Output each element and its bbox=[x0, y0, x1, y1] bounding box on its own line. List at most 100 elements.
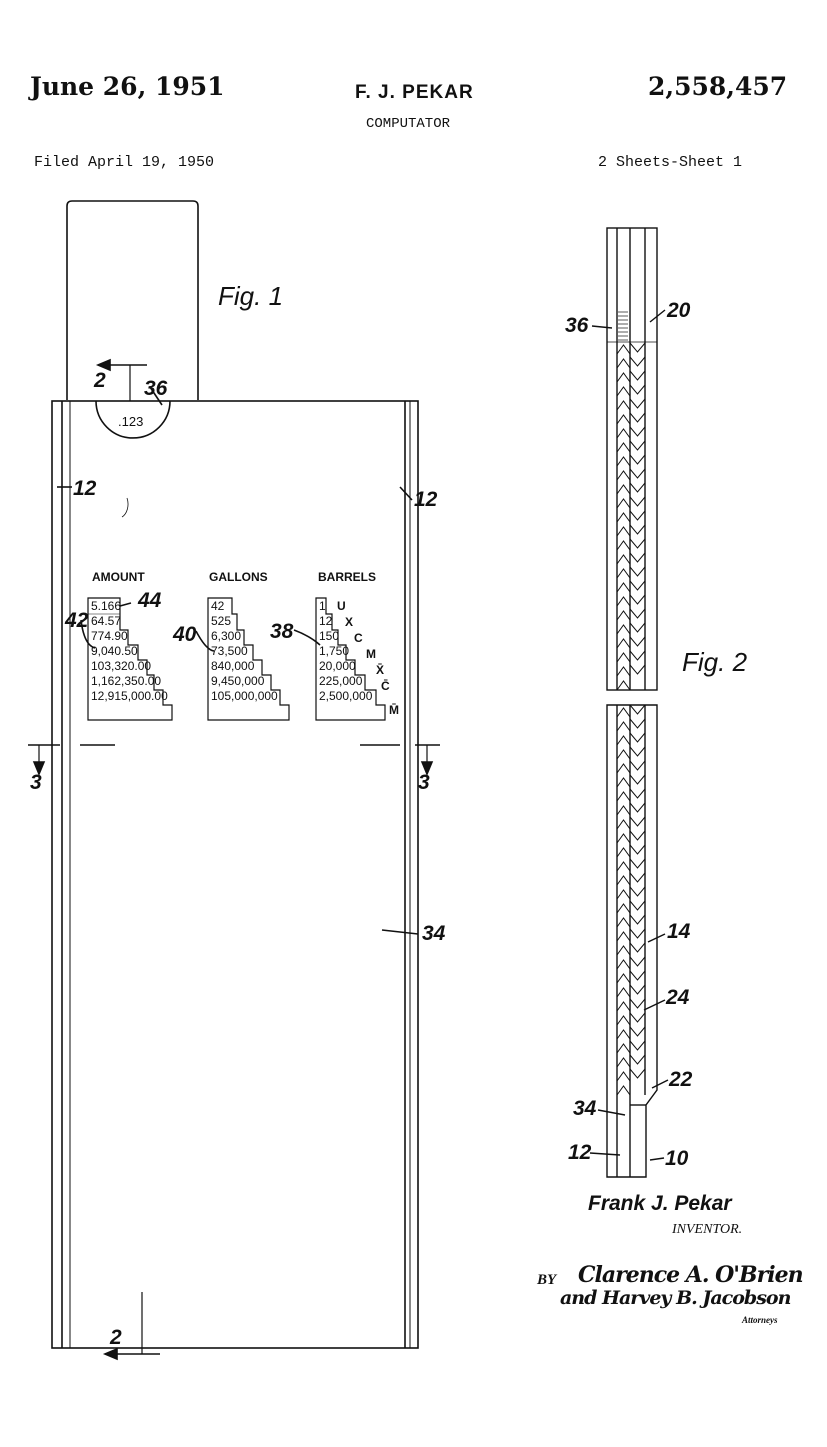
amount-values: 5.166 64.57 774.90 9,040.50 103,320.00 1… bbox=[91, 599, 168, 704]
barrels-cell: 2,500,000 bbox=[319, 689, 373, 703]
section-hatch-line bbox=[629, 1068, 646, 1079]
section-hatch-line bbox=[629, 454, 646, 465]
gallons-stepped-frame bbox=[207, 597, 290, 721]
section-hatch-line bbox=[616, 1029, 631, 1040]
section-hatch-line bbox=[616, 903, 631, 914]
section-hatch-line bbox=[616, 624, 631, 635]
section-hatch-line bbox=[629, 844, 646, 855]
section-hatch-line bbox=[629, 858, 646, 869]
section-hatch-line bbox=[629, 622, 646, 633]
section-hatch-line bbox=[629, 370, 646, 381]
barrels-cell: 225,000 bbox=[319, 674, 363, 688]
section-hatch-line bbox=[629, 608, 646, 619]
ref-34: 34 bbox=[422, 922, 446, 945]
section-hatch-line bbox=[616, 847, 631, 858]
section-hatch-line bbox=[629, 788, 646, 799]
section-hatch-line bbox=[616, 344, 631, 355]
amount-cell: 1,162,350.00 bbox=[91, 674, 162, 688]
amount-heading: AMOUNT bbox=[92, 570, 145, 584]
section-hatch-line bbox=[616, 1085, 631, 1096]
section-hatch-line bbox=[616, 973, 631, 984]
section-hatch-line bbox=[629, 538, 646, 549]
section-hatch-line bbox=[616, 1015, 631, 1026]
section-hatch-line bbox=[629, 580, 646, 591]
section-hatch-line bbox=[629, 984, 646, 995]
gallons-cell: 73,500 bbox=[211, 644, 248, 658]
amount-cell: 103,320.00 bbox=[91, 659, 152, 673]
section-hatch-line bbox=[629, 942, 646, 953]
section-hatch-line bbox=[616, 1001, 631, 1012]
section-hatch-line bbox=[629, 1040, 646, 1051]
section-hatch-line bbox=[629, 496, 646, 507]
section-hatch-line bbox=[616, 498, 631, 509]
section-hatch-line bbox=[616, 442, 631, 453]
section-hatch-line bbox=[629, 704, 646, 715]
sheet-info: 2 Sheets-Sheet 1 bbox=[598, 154, 743, 171]
section-hatch-line bbox=[616, 568, 631, 579]
section-hatch-line bbox=[616, 763, 631, 774]
section-2-top-label: 2 bbox=[94, 369, 106, 392]
fig2-ref-36: 36 bbox=[565, 314, 589, 337]
barrels-heading: BARRELS bbox=[318, 570, 377, 584]
fig2-ref-14: 14 bbox=[667, 920, 691, 943]
section-hatch-line bbox=[616, 428, 631, 439]
section-hatch-line bbox=[616, 805, 631, 816]
section-hatch-line bbox=[629, 774, 646, 785]
amount-cell: 64.57 bbox=[91, 614, 122, 628]
section-hatch-line bbox=[616, 554, 631, 565]
section-hatch-line bbox=[616, 931, 631, 942]
ref-40: 40 bbox=[173, 623, 197, 646]
section-hatch-line bbox=[629, 1012, 646, 1023]
fig2-ref-12: 12 bbox=[568, 1141, 592, 1164]
patent-date: June 26, 1951 bbox=[30, 72, 225, 101]
barrels-cell: 20,000 bbox=[319, 659, 356, 673]
section-hatch-line bbox=[629, 816, 646, 827]
symbol-u: U bbox=[337, 599, 346, 613]
gallons-heading: GALLONS bbox=[209, 570, 268, 584]
fig2-label: Fig. 2 bbox=[682, 647, 748, 677]
amount-cell: 9,040.50 bbox=[91, 644, 138, 658]
section-hatch-line bbox=[616, 1043, 631, 1054]
section-hatch-line bbox=[616, 358, 631, 369]
section-hatch-line bbox=[616, 777, 631, 788]
section-hatch-line bbox=[629, 510, 646, 521]
symbol-m: M bbox=[366, 647, 376, 661]
section-hatch-line bbox=[629, 636, 646, 647]
section-hatch-line bbox=[629, 1026, 646, 1037]
barrels-cell: 1,750 bbox=[319, 644, 350, 658]
section-hatch-line bbox=[616, 400, 631, 411]
gallons-cell: 6,300 bbox=[211, 629, 242, 643]
section-2-bottom-label: 2 bbox=[110, 1326, 122, 1349]
gallons-cell: 105,000,000 bbox=[211, 689, 278, 703]
section-hatch-line bbox=[629, 552, 646, 563]
fig1-label: Fig. 1 bbox=[218, 281, 284, 311]
barrels-stepped-frame bbox=[315, 597, 386, 721]
gallons-cell: 840,000 bbox=[211, 659, 255, 673]
section-hatch-line bbox=[616, 959, 631, 970]
section-hatch-line bbox=[616, 749, 631, 760]
section-hatch-line bbox=[629, 872, 646, 883]
section-hatch-line bbox=[629, 426, 646, 437]
section-hatch-line bbox=[616, 1071, 631, 1082]
section-hatch-line bbox=[629, 802, 646, 813]
section-hatch-line bbox=[629, 914, 646, 925]
symbol-x: X bbox=[345, 615, 354, 629]
barrels-cell: 1 bbox=[319, 599, 326, 613]
amount-cell: 774.90 bbox=[91, 629, 128, 643]
section-hatch-line bbox=[616, 372, 631, 383]
section-hatch-line bbox=[616, 666, 631, 677]
section-hatch-line bbox=[629, 746, 646, 757]
amount-cell: 12,915,000.00 bbox=[91, 689, 168, 703]
fig2-upper-section bbox=[606, 227, 658, 691]
section-hatch-line bbox=[616, 889, 631, 900]
section-hatch-line bbox=[629, 998, 646, 1009]
barrels-values: 1 12 150 1,750 20,000 225,000 2,500,000 bbox=[319, 599, 372, 704]
section-hatch-line bbox=[629, 956, 646, 967]
attorney-signature-line2: and Harvey B. Jacobson bbox=[560, 1287, 791, 1309]
fig2-ref-24: 24 bbox=[666, 986, 690, 1009]
invention-title: COMPUTATOR bbox=[366, 116, 451, 132]
section-hatch-line bbox=[616, 386, 631, 397]
section-hatch-line bbox=[629, 566, 646, 577]
section-hatch-line bbox=[629, 650, 646, 661]
